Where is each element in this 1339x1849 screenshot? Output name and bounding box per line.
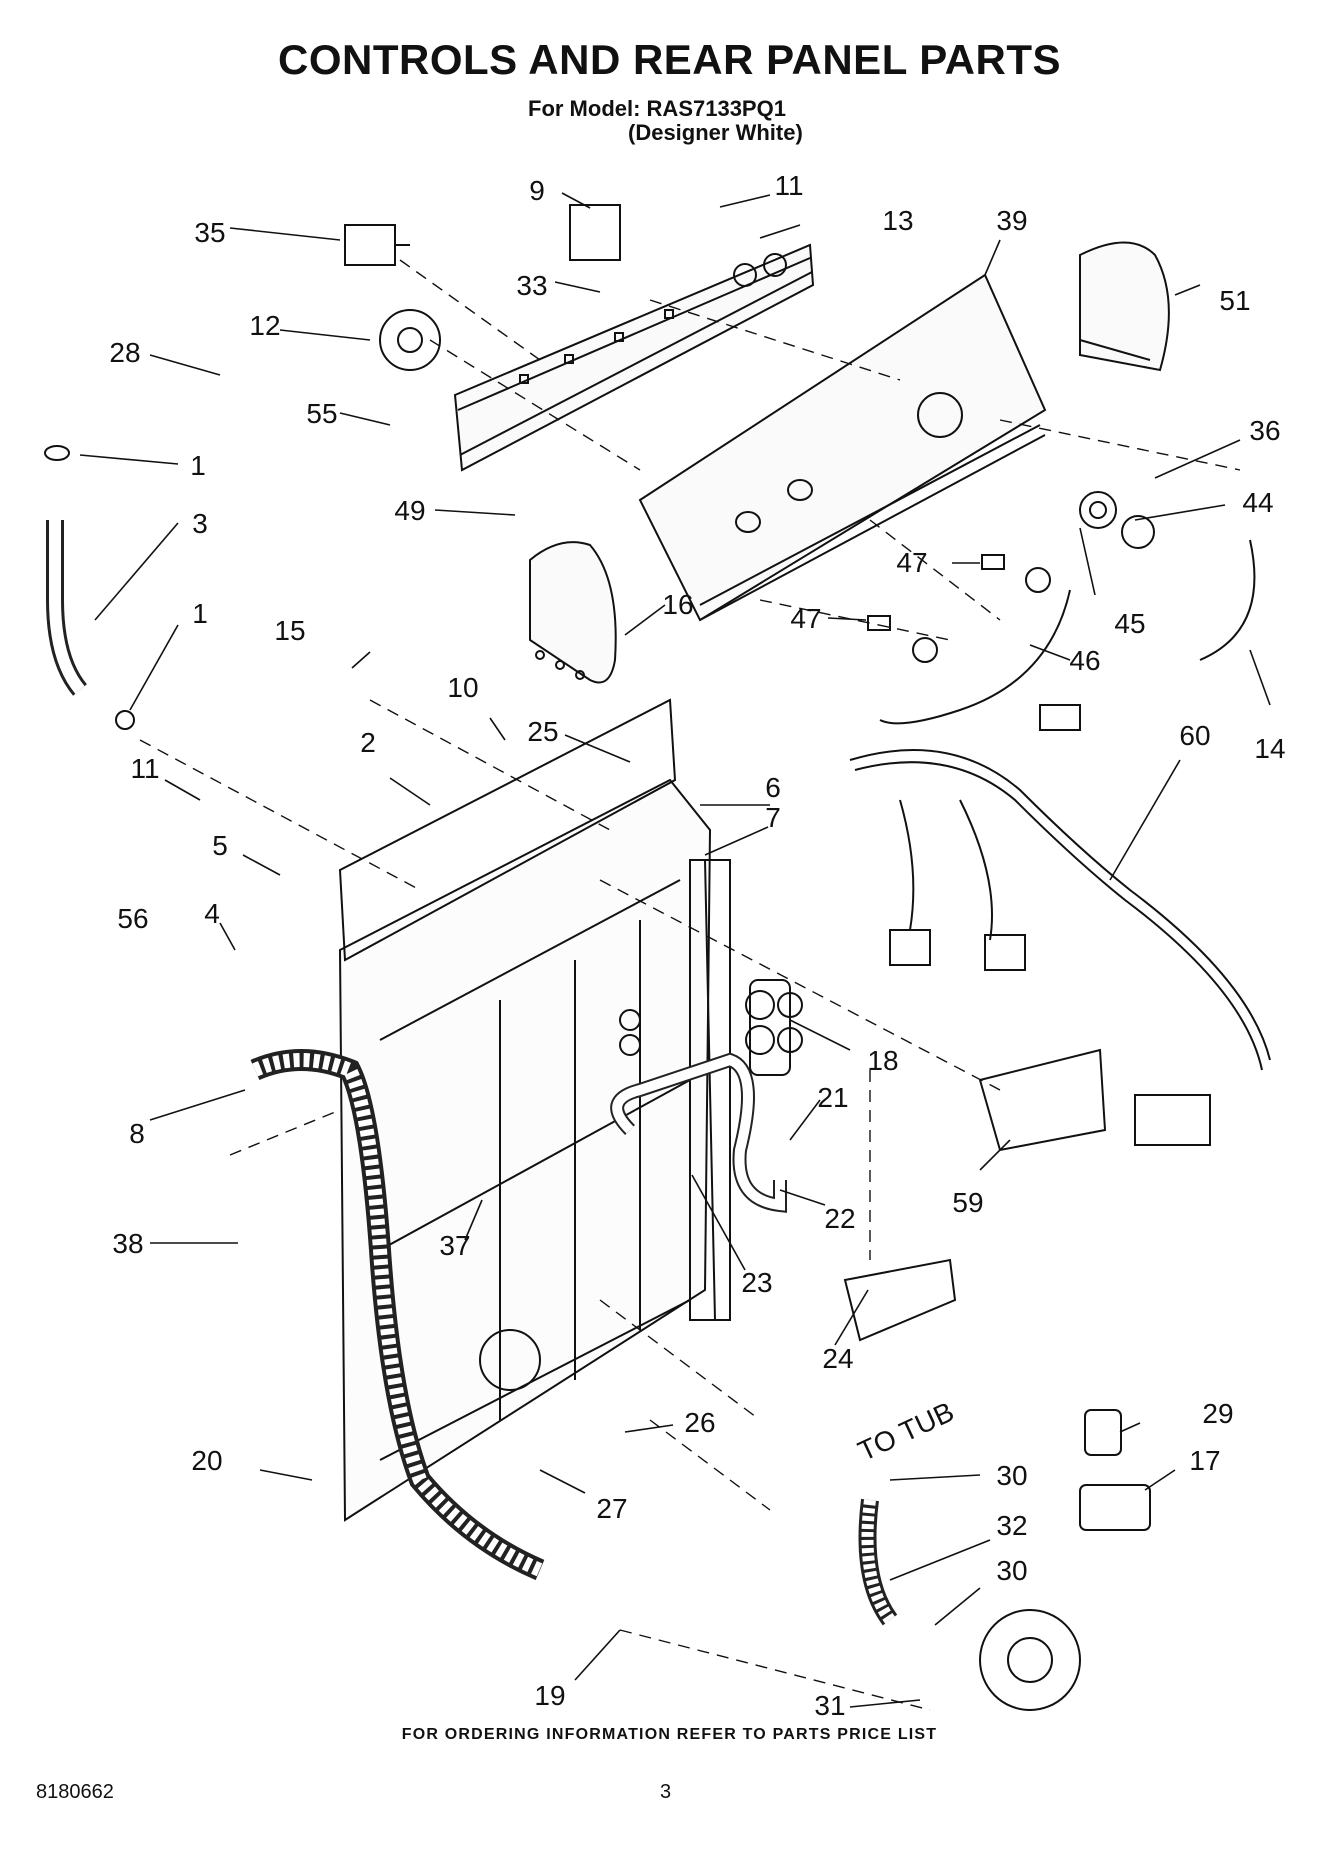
- console-end-cap-left: [529, 541, 617, 684]
- callout-16: 16: [662, 589, 693, 620]
- callout-1-mid: 1: [192, 598, 208, 629]
- fill-hose: [610, 1052, 787, 1213]
- callout-36: 36: [1249, 415, 1280, 446]
- callout-25: 25: [527, 716, 558, 747]
- callout-20: 20: [191, 1445, 222, 1476]
- callout-4: 4: [204, 898, 220, 929]
- callout-27: 27: [596, 1493, 627, 1524]
- callout-numbers: 1 1 3 5 4 56 8 38 37 11 2 10 25 15 6 7 1…: [109, 170, 1285, 1721]
- callout-49: 49: [394, 495, 425, 526]
- color-line: (Designer White): [628, 120, 803, 145]
- console-back-cover: [638, 273, 1047, 622]
- to-tub-annotation: TO TUB: [853, 1396, 958, 1467]
- assembly-lines: [139, 259, 1241, 1711]
- page-number: 3: [660, 1781, 672, 1803]
- callout-9: 9: [529, 175, 545, 206]
- callout-22: 22: [824, 1203, 855, 1234]
- callout-28: 28: [109, 337, 140, 368]
- console-rear-panel: [453, 243, 815, 472]
- page-title: CONTROLS AND REAR PANEL PARTS: [278, 36, 1061, 83]
- callout-11-left: 11: [130, 753, 159, 784]
- water-valve: [745, 979, 803, 1076]
- callout-31: 31: [814, 1690, 845, 1721]
- callout-17: 17: [1189, 1445, 1220, 1476]
- callout-2: 2: [360, 727, 376, 758]
- document-number: 8180662: [36, 1781, 114, 1803]
- callout-5: 5: [212, 830, 228, 861]
- callout-10: 10: [447, 672, 478, 703]
- callout-45: 45: [1114, 608, 1145, 639]
- callout-46: 46: [1069, 645, 1100, 676]
- motor-pump-area: [858, 1409, 1151, 1711]
- callout-47-upper: 47: [896, 547, 927, 578]
- siphon-break-bracket: [843, 1048, 1107, 1342]
- callout-24: 24: [822, 1343, 853, 1374]
- callout-23: 23: [741, 1267, 772, 1298]
- callout-12: 12: [249, 310, 280, 341]
- callout-30-upper: 30: [996, 1460, 1027, 1491]
- callout-47-lower: 47: [790, 603, 821, 634]
- callout-59: 59: [952, 1187, 983, 1218]
- callout-14: 14: [1254, 733, 1285, 764]
- wiring-harness: [849, 539, 1271, 1146]
- callout-33: 33: [516, 270, 547, 301]
- drain-hose: [250, 1049, 545, 1581]
- callout-7: 7: [765, 802, 781, 833]
- callout-60: 60: [1179, 720, 1210, 751]
- callout-51: 51: [1219, 285, 1250, 316]
- callout-13: 13: [882, 205, 913, 236]
- callout-56: 56: [117, 903, 148, 934]
- inlet-hose-left: [44, 445, 135, 730]
- callout-8: 8: [129, 1118, 145, 1149]
- rear-panel-frame: [338, 698, 731, 1522]
- callout-55: 55: [306, 398, 337, 429]
- callout-44: 44: [1242, 487, 1273, 518]
- model-line: For Model: RAS7133PQ1: [528, 96, 786, 121]
- callout-39: 39: [996, 205, 1027, 236]
- ordering-note: FOR ORDERING INFORMATION REFER TO PARTS …: [401, 1726, 938, 1743]
- callout-19: 19: [534, 1680, 565, 1711]
- callout-32: 32: [996, 1510, 1027, 1541]
- callout-1-top: 1: [190, 450, 206, 481]
- callout-3: 3: [192, 508, 208, 539]
- callout-26: 26: [684, 1407, 715, 1438]
- callout-15: 15: [274, 615, 305, 646]
- callout-35: 35: [194, 217, 225, 248]
- leader-lines: [79, 192, 1271, 1708]
- callout-11-top: 11: [774, 170, 803, 201]
- callout-21: 21: [817, 1082, 848, 1113]
- callout-6: 6: [765, 772, 781, 803]
- callout-38: 38: [112, 1228, 143, 1259]
- callout-30-lower: 30: [996, 1555, 1027, 1586]
- callout-37: 37: [439, 1230, 470, 1261]
- callout-29: 29: [1202, 1398, 1233, 1429]
- console-end-cap-right: [1079, 241, 1170, 372]
- callout-18: 18: [867, 1045, 898, 1076]
